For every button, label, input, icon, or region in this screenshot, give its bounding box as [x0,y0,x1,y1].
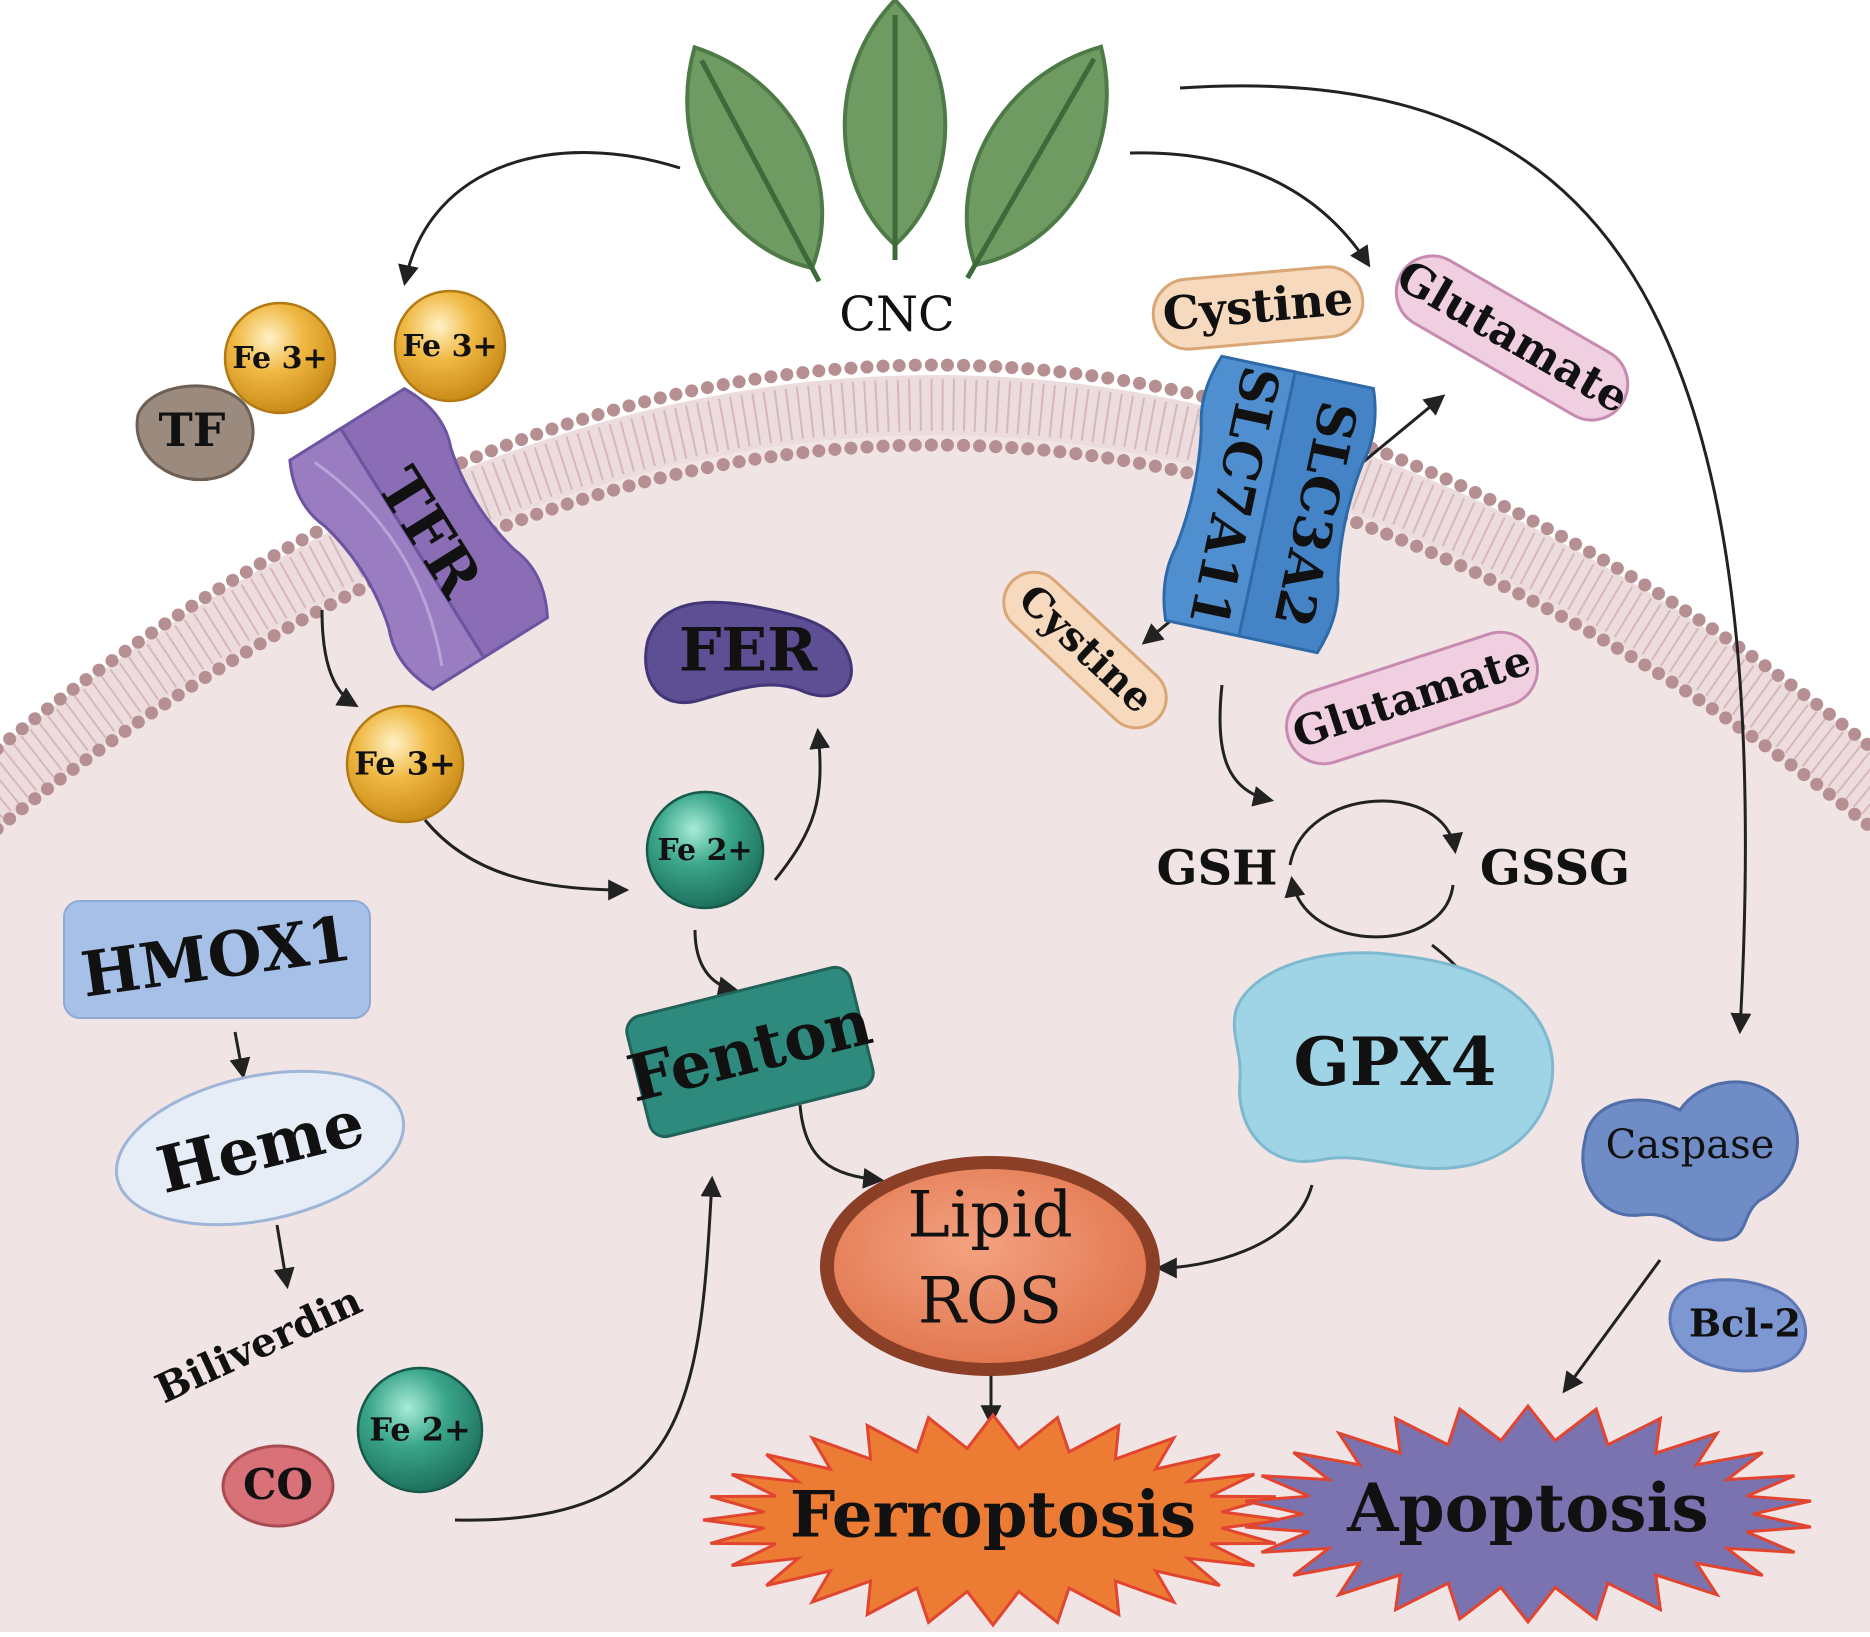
co-label: CO [243,1460,313,1509]
arrow-fe2-to-fenton [693,929,740,997]
fer-label: FER [679,616,818,686]
arrow-cnc-to-caspase [1179,84,1752,1035]
fe2-bottom-label: Fe 2+ [369,1411,471,1449]
caspase-protein: Caspase [1581,1080,1799,1242]
arrow-cnc-to-tf [398,151,681,287]
tf-label: TF [159,403,226,457]
cystine-outside: Cystine [1151,265,1365,351]
fe3-ion-outside-2: Fe 3+ [393,289,507,403]
fe2-center-label: Fe 2+ [657,833,752,868]
lipid-ros-label-line1: Lipid [907,1179,1072,1253]
cycle-arrow-gsh-to-gssg [1288,799,1463,866]
tf-protein: TF [135,384,255,481]
cnc-leaves-icon [685,0,1109,283]
arrow-caspase-to-apoptosis [1562,1259,1662,1394]
heme-molecule: Heme [114,1069,406,1227]
gsh-label: GSH [1156,841,1277,897]
cell-membrane [0,358,1870,836]
gpx4-protein: GPX4 [1232,951,1555,1170]
arrow-hmox1-to-heme [229,1031,251,1080]
arrow-slc-to-gsh [1218,684,1275,807]
tfr-receptor: TFR [288,386,549,691]
leaf-center-icon [842,0,948,260]
leaf-left-icon [685,44,825,283]
fe3-ion-inside: Fe 3+ [345,704,465,824]
arrow-cnc-to-glutamate [1129,151,1371,268]
fer-protein: FER [644,600,853,704]
bcl2-label: Bcl-2 [1689,1301,1801,1346]
arrow-gpx4-to-lipid-ros [1155,1184,1314,1279]
fe2-ion-bottom: Fe 2+ [356,1366,484,1494]
glutamate-outside-label: Glutamate [1388,250,1637,423]
arrow-tfr-to-fe3 [320,609,359,708]
hmox1-protein: HMOX1 [63,900,371,1019]
caspase-label: Caspase [1606,1122,1775,1168]
fenton-reaction: Fenton [620,965,879,1139]
arrow-fenton-to-lipid-ros [798,1104,885,1189]
fe2-ion-center: Fe 2+ [645,790,765,910]
glutamate-outside: Glutamate [1388,250,1637,423]
arrow-fe2-to-fenton-upward [454,1175,722,1522]
fe3-outside-2-label: Fe 3+ [402,329,497,364]
arrow-fe3-to-fe2 [423,819,630,901]
lipid-ros-label-line2: ROS [918,1265,1063,1339]
fe3-outside-1-label: Fe 3+ [232,341,327,376]
cycle-arrow-gssg-to-gsh [1284,875,1455,939]
arrow-heme-to-biliverdin [273,1224,295,1290]
fe3-inside-label: Fe 3+ [354,745,456,783]
fe3-ion-outside-1: Fe 3+ [223,301,337,415]
co-molecule: CO [221,1444,335,1528]
ferroptosis-label: Ferroptosis [790,1478,1196,1553]
bcl2-protein: Bcl-2 [1668,1278,1807,1373]
gpx4-label: GPX4 [1293,1023,1496,1101]
cnc-label: CNC [839,287,954,343]
ferroptosis-burst: Ferroptosis [702,1412,1284,1628]
arrow-fe2-to-fer [773,727,831,881]
leaf-right-icon [964,44,1109,280]
apoptosis-burst: Apoptosis [1244,1403,1812,1625]
apoptosis-label: Apoptosis [1346,1469,1708,1547]
lipid-ros: Lipid ROS [820,1156,1160,1376]
gssg-label: GSSG [1480,841,1630,897]
